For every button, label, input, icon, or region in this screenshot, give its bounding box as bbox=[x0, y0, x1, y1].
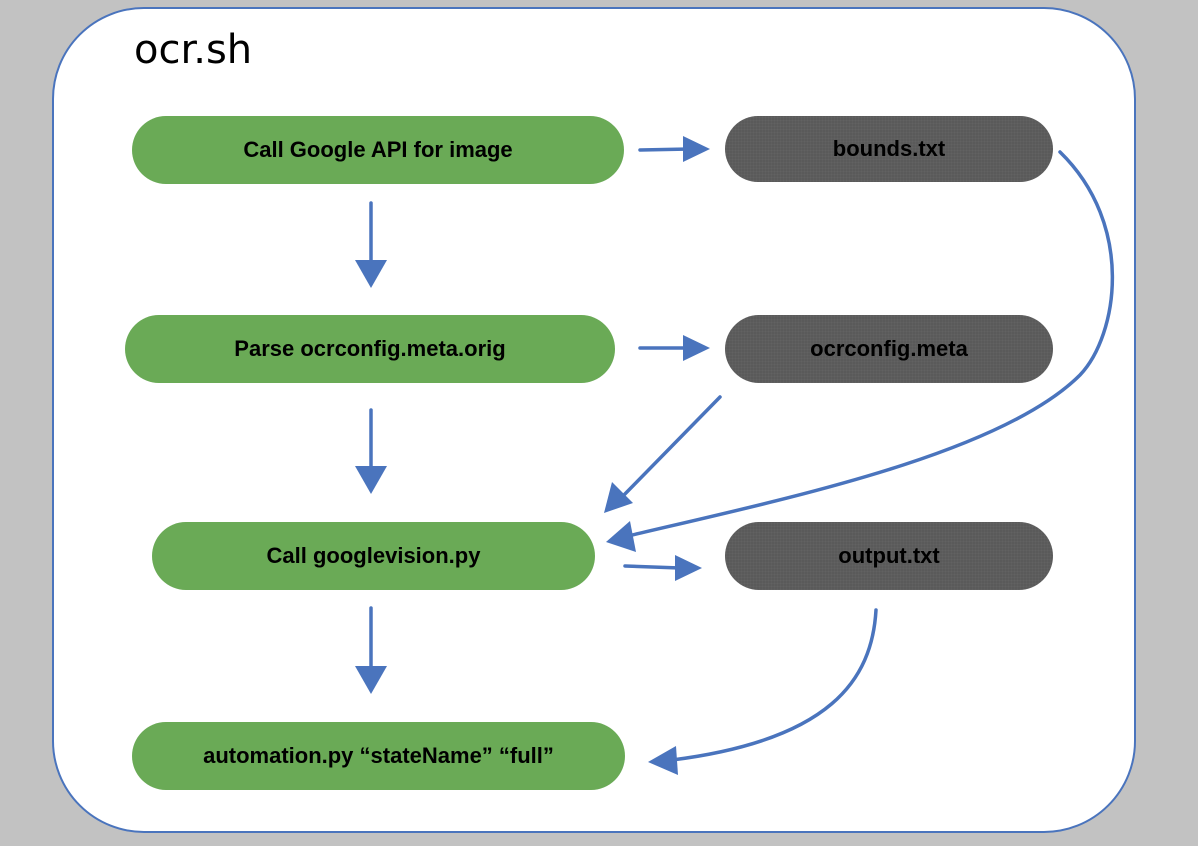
node-call-google-api[interactable]: Call Google API for image bbox=[132, 116, 624, 184]
node-automation[interactable]: automation.py “stateName” “full” bbox=[132, 722, 625, 790]
node-call-googlevision[interactable]: Call googlevision.py bbox=[152, 522, 595, 590]
node-config-meta-file[interactable]: ocrconfig.meta bbox=[725, 315, 1053, 383]
node-output-file[interactable]: output.txt bbox=[725, 522, 1053, 590]
node-bounds-file[interactable]: bounds.txt bbox=[725, 116, 1053, 182]
node-parse-config[interactable]: Parse ocrconfig.meta.orig bbox=[125, 315, 615, 383]
diagram-title: ocr.sh bbox=[134, 27, 253, 73]
